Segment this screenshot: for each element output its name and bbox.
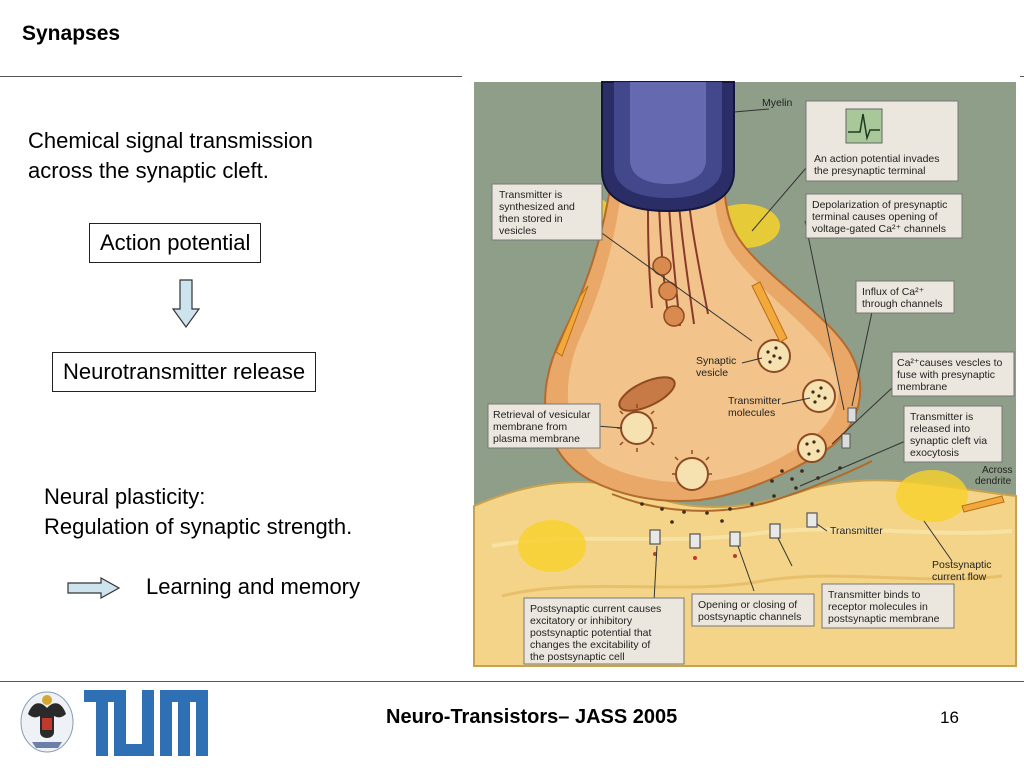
- label-box-depolarization: [805, 193, 963, 239]
- label-depol-2: terminal causes opening of: [812, 211, 938, 223]
- label-synth-4: vesicles: [499, 225, 536, 237]
- label-box-ca-fuse: [891, 351, 1015, 397]
- synaptic-vesicles: [757, 339, 836, 463]
- tum-logo: [84, 690, 208, 756]
- label-influx-2: through channels: [862, 298, 943, 310]
- label-retrieval-1: Retrieval of vesicular: [493, 409, 591, 421]
- label-box-exocytosis: [903, 405, 1003, 463]
- bottom-divider: [0, 681, 1024, 682]
- oscilloscope-icon: [845, 108, 883, 144]
- intro-line-1: Chemical signal transmission: [28, 128, 313, 153]
- action-potential-box: Action potential: [89, 223, 262, 263]
- label-opening-2: postsynaptic channels: [698, 611, 801, 623]
- label-released-3: synaptic cleft via: [910, 435, 987, 447]
- label-box-synthesized: [491, 183, 603, 241]
- label-released-1: Transmitter is: [910, 411, 973, 423]
- label-post-current-3: postsynaptic potential that: [530, 627, 651, 639]
- label-across-1: Across: [982, 465, 1013, 476]
- label-binds-2: receptor molecules in: [828, 601, 928, 613]
- slide-title: Synapses: [22, 22, 121, 45]
- label-post-flow-1: Postsynaptic: [932, 559, 992, 571]
- crest-logo: [20, 691, 74, 753]
- synapse-diagram: Myelin An action potential invades the p…: [462, 76, 1020, 674]
- label-depol-3: voltage-gated Ca²⁺ channels: [812, 223, 946, 235]
- mitochondrion: [618, 376, 676, 412]
- right-arrow-icon: [67, 577, 121, 599]
- label-synth-1: Transmitter is: [499, 189, 562, 201]
- label-box-influx: [855, 280, 955, 314]
- label-box-binds: [821, 583, 955, 629]
- label-ap-invades-2: the presynaptic terminal: [814, 165, 925, 177]
- label-box-opening: [691, 593, 815, 627]
- label-retrieval-3: plasma membrane: [493, 433, 580, 445]
- label-synth-3: then stored in: [499, 213, 563, 225]
- page-number: 16: [940, 708, 959, 727]
- label-post-current-2: excitatory or inhibitory: [530, 615, 633, 627]
- label-synth-2: synthesized and: [499, 201, 575, 213]
- current-flow-arrows: [555, 281, 1005, 513]
- intro-text: Chemical signal transmission across the …: [28, 126, 428, 186]
- label-opening-1: Opening or closing of: [698, 599, 797, 611]
- footer-title: Neuro-Transistors– JASS 2005: [386, 706, 678, 728]
- label-vesicle-2: vesicle: [696, 367, 728, 379]
- plasticity-line-2: Regulation of synaptic strength.: [44, 514, 353, 539]
- label-depol-1: Depolarization of presynaptic: [812, 199, 947, 211]
- label-transmitter: Transmitter: [830, 525, 883, 537]
- receptor-channels: [649, 512, 818, 549]
- label-binds-3: postsynaptic membrane: [828, 613, 940, 625]
- label-ca-fuse-3: membrane: [897, 381, 947, 393]
- label-post-current-4: changes the excitability of: [530, 639, 650, 651]
- label-binds-1: Transmitter binds to: [828, 589, 921, 601]
- label-retrieval-2: membrane from: [493, 421, 567, 433]
- intro-line-2: across the synaptic cleft.: [28, 158, 269, 183]
- label-molecules-1: Transmitter: [728, 395, 781, 407]
- label-across-2: dendrite: [975, 476, 1012, 487]
- neurotransmitter-release-box: Neurotransmitter release: [52, 352, 317, 392]
- label-myelin: Myelin: [762, 97, 793, 109]
- label-ca-fuse-1: Ca²⁺causes vescles to: [897, 357, 1002, 369]
- label-box-retrieval: [487, 403, 601, 449]
- label-released-4: exocytosis: [910, 447, 959, 459]
- down-arrow-icon: [172, 279, 200, 329]
- label-box-postsynaptic-current: [523, 597, 685, 665]
- label-post-current-1: Postsynaptic current causes: [530, 603, 661, 615]
- plasticity-line-1: Neural plasticity:: [44, 484, 206, 509]
- learning-memory-text: Learning and memory: [146, 574, 361, 599]
- plasticity-text: Neural plasticity: Regulation of synapti…: [44, 482, 444, 542]
- label-vesicle-1: Synaptic: [696, 355, 736, 367]
- label-post-flow-2: current flow: [932, 571, 987, 583]
- label-released-2: released into: [910, 423, 970, 435]
- label-ap-invades-1: An action potential invades: [814, 153, 940, 165]
- label-ca-fuse-2: fuse with presynaptic: [897, 369, 995, 381]
- label-influx-1: Influx of Ca²⁺: [862, 286, 925, 298]
- label-molecules-2: molecules: [728, 407, 775, 419]
- label-post-current-5: the postsynaptic cell: [530, 651, 625, 663]
